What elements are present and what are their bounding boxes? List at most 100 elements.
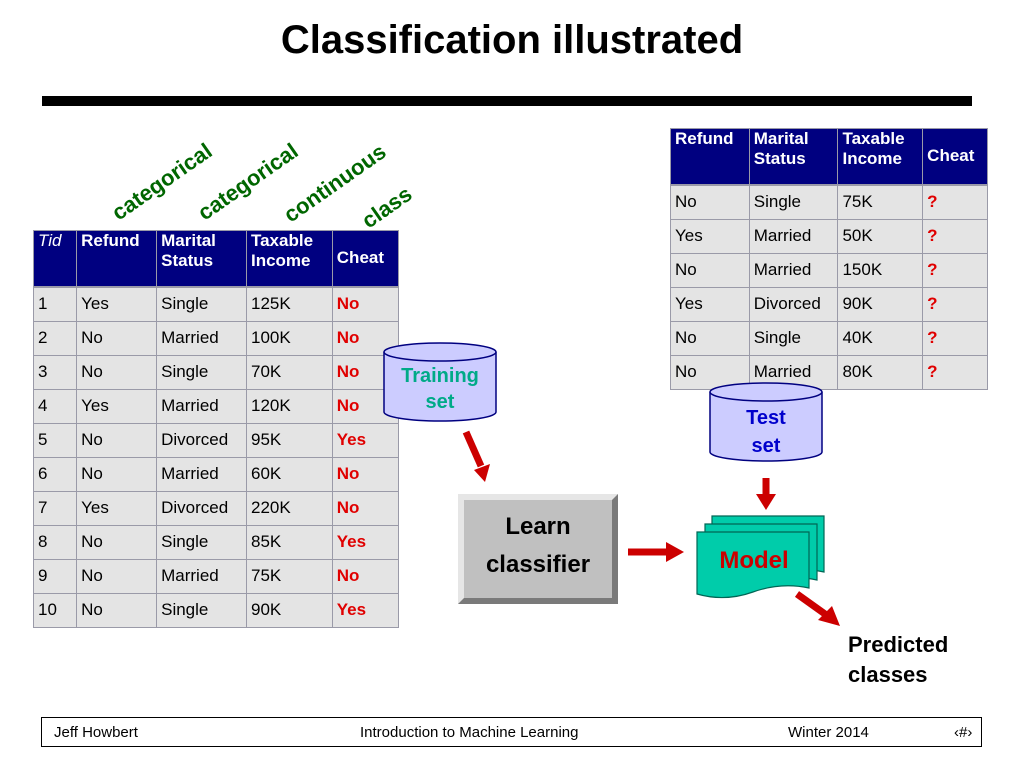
- class-cell: Yes: [331, 592, 400, 628]
- table-cell: Married: [748, 218, 839, 254]
- arrow-learn-to-model: [628, 542, 684, 562]
- footer-course: Introduction to Machine Learning: [360, 724, 579, 741]
- class-cell: No: [331, 558, 400, 594]
- table-cell: Single: [156, 524, 247, 560]
- table-cell: No: [76, 456, 158, 492]
- table-cell: Yes: [76, 285, 158, 322]
- test-set-label-1: Test: [746, 407, 786, 429]
- table-cell: Yes: [670, 286, 750, 322]
- table-cell: 95K: [245, 422, 333, 458]
- table-cell: No: [76, 524, 158, 560]
- class-cell: No: [331, 490, 400, 526]
- table-cell: No: [670, 320, 750, 356]
- col-header-cheat: Cheat: [331, 230, 400, 287]
- table-cell: Yes: [76, 388, 158, 424]
- class-cell: No: [331, 285, 400, 322]
- class-cell: Yes: [331, 422, 400, 458]
- col-header-refund: Refund: [76, 230, 158, 287]
- table-cell: Yes: [670, 218, 750, 254]
- table-cell: Married: [156, 456, 247, 492]
- class-cell: ?: [922, 183, 988, 220]
- table-cell: Married: [156, 388, 247, 424]
- table-cell: No: [76, 320, 158, 356]
- table-cell: 125K: [245, 285, 333, 322]
- table-cell: No: [76, 354, 158, 390]
- table-cell: 90K: [837, 286, 924, 322]
- class-cell: Yes: [331, 524, 400, 560]
- table-cell: No: [76, 592, 158, 628]
- table-cell: No: [670, 252, 750, 288]
- class-cell: ?: [922, 218, 988, 254]
- training-table: Tid Refund Marital Status Taxable Income…: [32, 230, 400, 628]
- class-cell: ?: [922, 252, 988, 288]
- test-set-cylinder: [709, 382, 823, 462]
- table-cell: 75K: [837, 183, 924, 220]
- test-col-header-marital: Marital Status: [748, 128, 839, 185]
- table-cell: 10: [32, 592, 78, 628]
- predicted-classes-label: Predicted classes: [848, 630, 948, 690]
- col-header-tid: Tid: [32, 230, 78, 287]
- table-cell: Divorced: [156, 490, 247, 526]
- learn-label: Learn: [505, 513, 571, 540]
- table-cell: Single: [748, 183, 839, 220]
- table-cell: 40K: [837, 320, 924, 356]
- table-cell: Single: [156, 592, 247, 628]
- table-cell: 100K: [245, 320, 333, 356]
- footer-page-number: ‹#›: [954, 724, 973, 741]
- training-set-label-1: Training: [401, 365, 479, 387]
- table-cell: No: [670, 183, 750, 220]
- table-cell: Single: [748, 320, 839, 356]
- slide-footer: Jeff Howbert Introduction to Machine Lea…: [41, 717, 982, 747]
- class-cell: ?: [922, 286, 988, 322]
- test-col-header-income: Taxable Income: [837, 128, 924, 185]
- table-cell: 90K: [245, 592, 333, 628]
- table-cell: 5: [32, 422, 78, 458]
- arrows: [462, 430, 840, 626]
- table-cell: Married: [748, 252, 839, 288]
- table-cell: No: [76, 422, 158, 458]
- arrow-model-to-predicted: [794, 591, 840, 626]
- class-cell: ?: [922, 354, 988, 390]
- title-underline: [42, 96, 972, 106]
- table-cell: Single: [156, 285, 247, 322]
- training-set-cylinder: [383, 342, 497, 422]
- class-cell: No: [331, 456, 400, 492]
- slide-title: Classification illustrated: [280, 18, 744, 62]
- table-cell: 80K: [837, 354, 924, 390]
- footer-author: Jeff Howbert: [54, 724, 138, 741]
- training-set-label-2: set: [426, 391, 455, 413]
- col-header-marital: Marital Status: [156, 230, 247, 287]
- table-cell: No: [76, 558, 158, 594]
- test-col-header-cheat: Cheat: [922, 128, 988, 185]
- table-cell: Divorced: [748, 286, 839, 322]
- table-cell: Married: [156, 320, 247, 356]
- col-header-income: Taxable Income: [245, 230, 333, 287]
- arrow-test-to-model: [756, 478, 776, 510]
- test-table: Refund Marital Status Taxable Income Che…: [670, 128, 988, 390]
- table-cell: Married: [156, 558, 247, 594]
- table-cell: 7: [32, 490, 78, 526]
- learn-classifier-box: Learn classifier: [458, 494, 618, 604]
- classes-label: classes: [848, 662, 928, 687]
- model-label: Model: [719, 547, 788, 574]
- table-cell: 2: [32, 320, 78, 356]
- table-cell: 150K: [837, 252, 924, 288]
- arrow-training-to-learn: [462, 430, 490, 482]
- table-cell: 3: [32, 354, 78, 390]
- table-cell: 6: [32, 456, 78, 492]
